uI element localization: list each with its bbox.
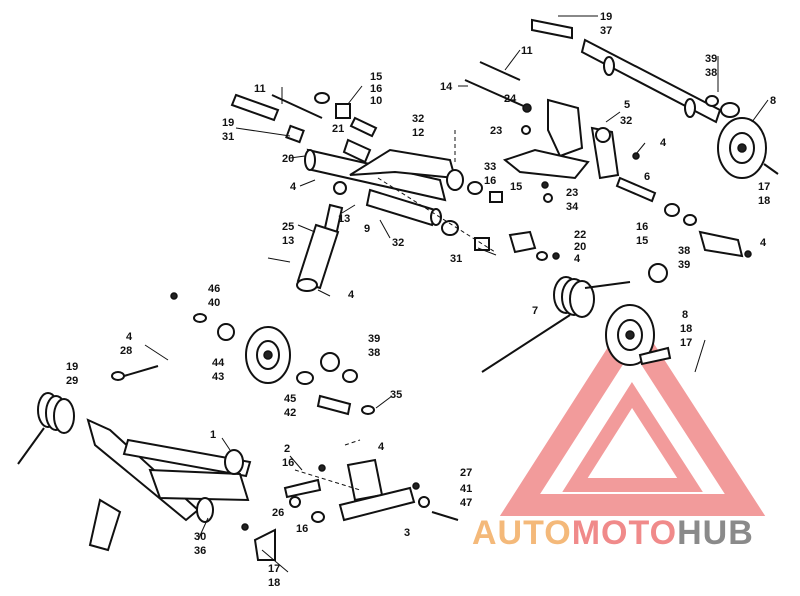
rear-axle-shaft (531, 18, 722, 124)
callout-4-bottom: 4 (378, 441, 385, 453)
callout-40: 40 (208, 297, 220, 309)
callout-19-left: 19 (222, 117, 234, 129)
callout-20-center: 20 (574, 241, 586, 253)
callout-3: 3 (404, 527, 410, 539)
callout-7: 7 (532, 305, 538, 317)
callout-16-bottom2: 16 (296, 523, 308, 535)
callout-32-bottom: 32 (392, 237, 404, 249)
callout-39-bottom-left: 39 (368, 333, 380, 345)
idler-wheel-middle (605, 304, 672, 366)
callout-37-top: 37 (600, 25, 612, 37)
lower-torsion-spring (17, 365, 159, 465)
callout-29: 29 (66, 375, 78, 387)
callout-47: 47 (460, 497, 472, 509)
watermark-hub: HUB (677, 514, 754, 552)
callout-24: 24 (504, 93, 517, 105)
leader-lines (144, 15, 769, 573)
callout-14: 14 (440, 81, 453, 93)
callout-20-left: 20 (282, 153, 294, 165)
part-callouts: 19 37 11 14 24 5 32 23 39 38 8 4 17 18 6… (66, 11, 776, 589)
callout-42: 42 (284, 407, 296, 419)
callout-12: 12 (412, 127, 424, 139)
callout-16-right2: 16 (636, 221, 648, 233)
callout-10: 10 (370, 95, 382, 107)
watermark-auto: AUTO (472, 514, 572, 552)
callout-16-mid: 16 (484, 175, 496, 187)
callout-38-right2: 38 (678, 245, 690, 257)
watermark-moto: MOTO (571, 514, 678, 552)
callout-8-right: 8 (770, 95, 776, 107)
callout-22: 22 (574, 229, 586, 241)
callout-34: 34 (566, 201, 579, 213)
callout-43: 43 (212, 371, 224, 383)
callout-1: 1 (210, 429, 216, 441)
shock-absorber (296, 181, 347, 292)
callout-33: 33 (484, 161, 496, 173)
callout-26: 26 (272, 507, 284, 519)
callout-5: 5 (624, 99, 630, 111)
callout-39-right2: 39 (678, 259, 690, 271)
lower-rail-bracket (253, 458, 459, 561)
callout-36: 36 (194, 545, 206, 557)
callout-4-center2: 4 (574, 253, 581, 265)
rear-suspension-bracket (502, 98, 620, 180)
callout-19-top: 19 (600, 11, 612, 23)
torsion-spring (481, 276, 631, 373)
idler-wheel-lower-left (170, 292, 375, 416)
idler-wheel-upper-right (705, 95, 779, 179)
callout-8-center: 8 (682, 309, 688, 321)
callout-13-b: 13 (282, 235, 294, 247)
callout-4-center: 4 (348, 289, 355, 301)
callout-23-b: 23 (566, 187, 578, 199)
callout-4-bottom-left: 4 (126, 331, 133, 343)
callout-38-right: 38 (705, 67, 717, 79)
callout-9: 9 (364, 223, 370, 235)
callout-4-right: 4 (660, 137, 667, 149)
callout-17-right: 17 (758, 181, 770, 193)
callout-6: 6 (644, 171, 650, 183)
callout-39-right: 39 (705, 53, 717, 65)
callout-18-right: 18 (758, 195, 770, 207)
callout-44: 44 (212, 357, 225, 369)
callout-16-bottom: 16 (282, 457, 294, 469)
callout-45: 45 (284, 393, 296, 405)
callout-18-center: 18 (680, 323, 692, 335)
callout-35: 35 (390, 389, 402, 401)
callout-21: 21 (332, 123, 344, 135)
front-arm-lower (86, 418, 252, 552)
callout-18-bottom: 18 (268, 577, 280, 589)
callout-15-right2: 15 (636, 235, 648, 247)
callout-27: 27 (460, 467, 472, 479)
callout-15-mid: 15 (510, 181, 522, 193)
callout-32-right: 32 (620, 115, 632, 127)
callout-46: 46 (208, 283, 220, 295)
callout-31-center: 31 (450, 253, 462, 265)
callout-23-a: 23 (490, 125, 502, 137)
callout-13-a: 13 (338, 213, 350, 225)
callout-19-bottom-left: 19 (66, 361, 78, 373)
watermark-logo-mark (499, 309, 766, 516)
callout-11-top: 11 (521, 45, 533, 57)
callout-4-left: 4 (290, 181, 297, 193)
callout-15-top-left: 15 (370, 71, 382, 83)
hardware-upper-left (230, 92, 490, 251)
hardware-center (467, 103, 752, 283)
callout-41: 41 (460, 483, 472, 495)
callout-25: 25 (282, 221, 294, 233)
callout-17-center: 17 (680, 337, 692, 349)
callout-38-bottom-left: 38 (368, 347, 380, 359)
callout-11-left: 11 (254, 83, 266, 95)
callout-2: 2 (284, 443, 290, 455)
callout-28: 28 (120, 345, 132, 357)
callout-31-left: 31 (222, 131, 234, 143)
callout-4-right2: 4 (760, 237, 767, 249)
watermark-wordmark: AUTOMOTOHUB (472, 514, 754, 553)
callout-30: 30 (194, 531, 206, 543)
callout-17-bottom: 17 (268, 563, 280, 575)
callout-16-top-left: 16 (370, 83, 382, 95)
callout-32-center: 32 (412, 113, 424, 125)
